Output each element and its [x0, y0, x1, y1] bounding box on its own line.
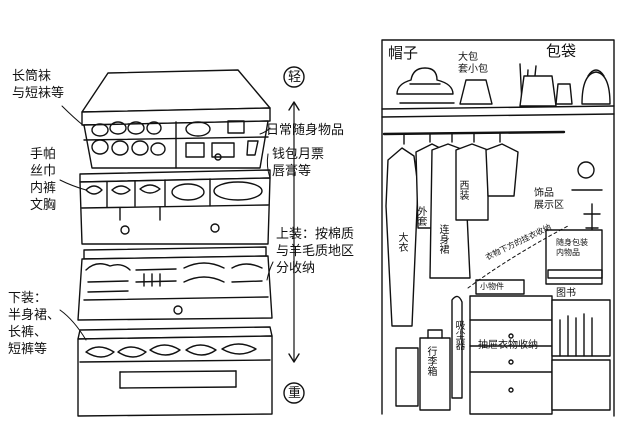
wardrobe-frame	[381, 39, 615, 417]
label-vacuum: 吸尘器	[453, 320, 464, 350]
weight-scale	[283, 66, 305, 404]
label-books: 图书	[556, 288, 576, 299]
label-bags: 包袋	[546, 42, 577, 60]
drawer-4-bottoms	[77, 326, 273, 417]
label-underwear: 手帕 丝巾 内裤 文胸	[30, 147, 57, 213]
label-socks: 长筒袜 与短袜等	[12, 69, 65, 101]
label-bag-small: 大包 套小包	[458, 52, 488, 75]
drawer-2-underwear	[79, 169, 271, 245]
drawer-1-socks	[81, 69, 271, 169]
label-hats: 帽子	[388, 44, 419, 62]
label-daily: 日常随身物品	[266, 123, 345, 138]
label-coat: 大衣	[396, 232, 407, 252]
scale-heavy: 重	[288, 386, 302, 401]
label-accessories: 饰品 展示区	[534, 188, 564, 211]
label-suit: 西装	[457, 180, 468, 200]
label-tops: 上装：按棉质 与羊毛质地区 分收纳	[276, 227, 355, 276]
label-daily-items: 钱包月票 唇膏等	[272, 147, 325, 179]
drawer-3-tops	[77, 246, 273, 321]
hanging-clothes	[385, 133, 519, 327]
label-bottoms: 下装： 半身裙、 长裤、 短裤等	[8, 291, 61, 357]
accessory-display	[571, 161, 603, 237]
left-leaders	[59, 105, 274, 341]
lower-section	[395, 229, 611, 415]
scale-light: 轻	[288, 70, 302, 85]
label-luggage: 行李箱	[425, 346, 436, 376]
label-accessory-box: 随身包装 内物品	[556, 238, 588, 257]
label-drawer-storage: 抽屉衣物收纳	[478, 340, 538, 351]
shelf-items	[396, 63, 611, 107]
dashed-leader	[467, 225, 569, 289]
label-dress: 连身裙	[437, 224, 448, 254]
label-small-items: 小物件	[480, 282, 504, 291]
label-jacket: 外套	[415, 206, 426, 226]
